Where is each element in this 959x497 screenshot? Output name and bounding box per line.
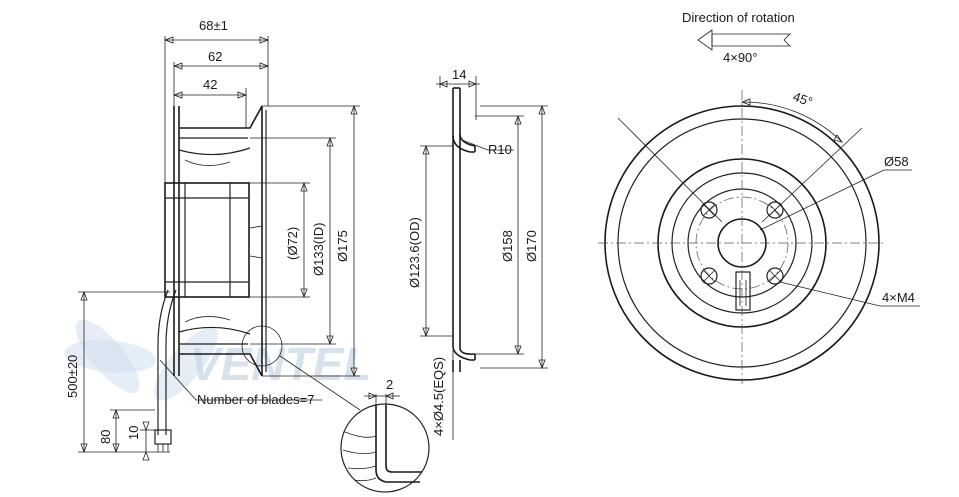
- dim-d58-label: Ø58: [884, 154, 909, 169]
- dim-d123-label: Ø123.6(OD): [407, 217, 422, 288]
- dim-14-label: 14: [452, 67, 466, 82]
- dim-d175-label: Ø175: [335, 230, 350, 262]
- dim-d158-label: Ø158: [500, 230, 515, 262]
- angle-45-label: 45°: [791, 89, 815, 110]
- dim-d170-label: Ø170: [524, 230, 539, 262]
- angle-4x90-label: 4×90°: [723, 50, 757, 65]
- watermark-fan-icon: [64, 319, 218, 401]
- holes-spec-label: 4×Ø4.5(EQS): [431, 357, 446, 436]
- dim-10-label: 10: [126, 426, 141, 440]
- dim-width-62-label: 62: [208, 49, 222, 64]
- radius-r10-label: R10: [488, 142, 512, 157]
- front-view: Direction of rotation 4×90°: [598, 10, 920, 384]
- dim-d72-label: (Ø72): [285, 227, 300, 260]
- side-view: (Ø72) Ø133(ID) Ø175 68±1 62 42 500±20 80…: [65, 18, 361, 461]
- dim-d133-label: Ø133(ID): [311, 223, 326, 276]
- dim-80-label: 80: [98, 430, 113, 444]
- dim-overall-width-label: 68±1: [199, 18, 228, 33]
- rotation-arrow-icon: [697, 29, 791, 51]
- watermark-text: VENTEL: [190, 338, 371, 390]
- detail-view: 2: [340, 377, 430, 493]
- dim-width-42-label: 42: [203, 77, 217, 92]
- dim-2-label: 2: [386, 377, 393, 392]
- rotation-direction-label: Direction of rotation: [682, 10, 795, 25]
- section-view: 14 R10 Ø123.6(OD) Ø158 Ø170 4×Ø4.5(EQS): [407, 67, 548, 440]
- dim-cable-length-label: 500±20: [65, 355, 80, 398]
- bolt-hole: [766, 267, 784, 285]
- blade-count-note: Number of blades=7: [197, 392, 314, 407]
- thread-spec-label: 4×M4: [882, 290, 915, 305]
- bolt-hole: [700, 267, 718, 285]
- bolt-hole: [700, 201, 718, 219]
